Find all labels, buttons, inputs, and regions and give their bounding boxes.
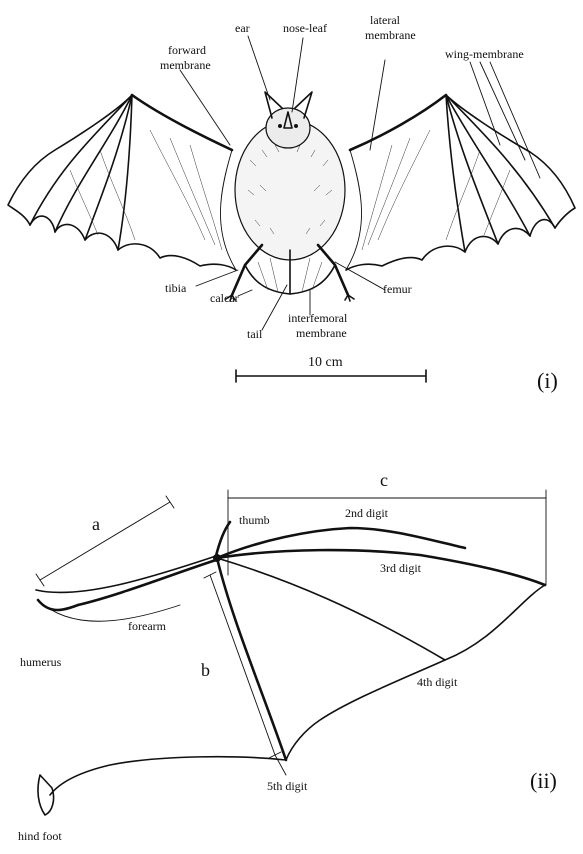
label-thumb: thumb [239, 513, 270, 527]
label-interfemoral-membrane-1: interfemoral [288, 311, 348, 325]
right-foot [345, 295, 354, 301]
left-wing-outline [8, 95, 236, 270]
label-fifth-digit: 5th digit [267, 779, 308, 793]
forearm-bone [78, 560, 216, 605]
label-tibia: tibia [165, 281, 187, 295]
label-hind-foot: hind foot [18, 829, 62, 843]
hind-foot-shape [38, 775, 54, 815]
panel-ii-dimensions [36, 490, 546, 758]
label-ear: ear [235, 21, 250, 35]
label-femur: femur [383, 282, 412, 296]
label-calcar: calcar [210, 291, 239, 305]
scale-bar: 10 cm [236, 355, 426, 382]
panel-i-leaders [180, 36, 540, 330]
panel-ii-labels: a b c thumb 2nd digit 3rd digit 4th digi… [18, 470, 458, 843]
label-tail: tail [247, 327, 263, 341]
label-forward-membrane-2: membrane [160, 58, 211, 72]
left-eye [278, 124, 282, 128]
label-a: a [92, 514, 100, 534]
label-forearm: forearm [128, 619, 167, 633]
label-lateral-membrane-1: lateral [370, 13, 401, 27]
label-lateral-membrane-2: membrane [365, 28, 416, 42]
right-forearm [350, 95, 446, 150]
dimension-a-line [40, 502, 170, 580]
label-interfemoral-membrane-2: membrane [296, 326, 347, 340]
scale-bar-label: 10 cm [308, 355, 343, 370]
label-fourth-digit: 4th digit [417, 675, 458, 689]
label-second-digit: 2nd digit [345, 506, 389, 520]
panel-ii-wing-drawing [36, 522, 545, 815]
fifth-digit-bone [217, 558, 286, 760]
label-humerus: humerus [20, 655, 62, 669]
left-forearm [132, 95, 232, 150]
label-c: c [380, 470, 388, 490]
right-digit-4 [446, 95, 465, 252]
left-digit-2 [55, 95, 132, 232]
left-digit-1 [30, 95, 132, 225]
label-nose-leaf: nose-leaf [283, 21, 327, 35]
right-eye [294, 124, 298, 128]
right-digit-1 [446, 95, 555, 228]
left-digit-3 [85, 95, 132, 240]
panel-i-id: (i) [537, 368, 558, 393]
label-b: b [201, 660, 210, 680]
right-body-membrane [346, 150, 362, 270]
panel-i-bat-drawing [8, 92, 575, 301]
trailing-edge [50, 585, 545, 795]
label-wing-membrane: wing-membrane [445, 47, 524, 61]
left-body-membrane [220, 150, 236, 270]
label-third-digit: 3rd digit [380, 561, 422, 575]
panel-ii-id: (ii) [530, 768, 557, 793]
dimension-b-line [210, 575, 275, 755]
label-forward-membrane-1: forward [168, 43, 206, 57]
leading-edge-membrane [36, 556, 216, 592]
